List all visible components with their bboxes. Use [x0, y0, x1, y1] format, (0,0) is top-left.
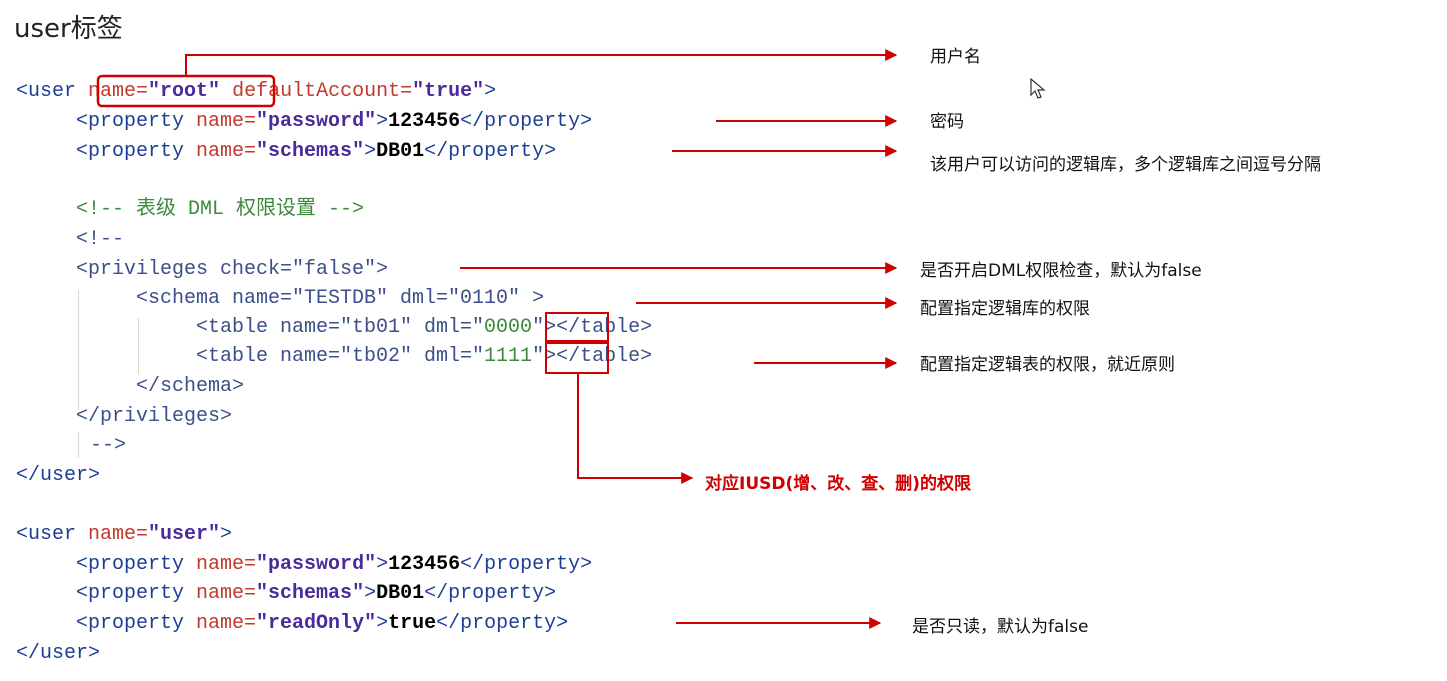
code-value: "true" — [412, 80, 485, 103]
code-tag-close: </property> — [460, 110, 593, 133]
code-dml-number: 0000 — [484, 316, 533, 339]
code-text: DB01 — [376, 582, 425, 605]
code-attr: name= — [196, 110, 257, 133]
code-dml-number: 1111 — [484, 345, 533, 368]
code-tag-open: <property — [76, 553, 197, 576]
code-text: true — [388, 612, 437, 635]
code-tag-close: </property> — [424, 140, 557, 163]
code-table-pre: <table name="tb01" dml=" — [196, 316, 485, 339]
code-line-password-2: <property name="password">123456</proper… — [76, 552, 592, 578]
code-value: "root" — [148, 80, 221, 103]
code-attr: name= — [196, 553, 257, 576]
code-attr: name= — [196, 582, 257, 605]
code-value: "schemas" — [256, 140, 365, 163]
note-schema-priv: 配置指定逻辑库的权限 — [920, 299, 1090, 319]
code-line-schemas-2: <property name="schemas">DB01</property> — [76, 581, 556, 607]
code-attr: name= — [196, 612, 257, 635]
code-value: "password" — [256, 553, 377, 576]
code-tag-close: </property> — [436, 612, 569, 635]
code-gt: > — [376, 110, 389, 133]
note-schemas: 该用户可以访问的逻辑库，多个逻辑库之间逗号分隔 — [930, 155, 1321, 175]
note-username: 用户名 — [930, 47, 981, 67]
code-table-post: "></table> — [532, 316, 653, 339]
code-line-schema: <schema name="TESTDB" dml="0110" > — [136, 287, 545, 310]
highlight-box-0000 — [545, 312, 609, 342]
code-tag-open: <user — [16, 523, 89, 546]
arrow-username — [185, 49, 898, 76]
code-table-pre: <table name="tb02" dml=" — [196, 345, 485, 368]
code-line-privileges-close: </privileges> — [76, 405, 233, 428]
code-tag-open: <property — [76, 612, 197, 635]
indent-guide — [78, 290, 79, 410]
code-tag-close: </property> — [460, 553, 593, 576]
code-attr: name= — [88, 523, 149, 546]
code-line-user-user: <user name="user"> — [16, 522, 232, 548]
mouse-cursor-icon — [1030, 78, 1046, 99]
code-tag-open: <property — [76, 582, 197, 605]
code-value: "user" — [148, 523, 221, 546]
code-value: "schemas" — [256, 582, 365, 605]
code-attr: name= — [88, 80, 149, 103]
code-line-table-tb02: <table name="tb02" dml="1111"></table> — [196, 344, 652, 370]
code-attr: name= — [196, 140, 257, 163]
code-table-post: "></table> — [532, 345, 653, 368]
code-line-user-root: <user name="root" defaultAccount="true"> — [16, 79, 496, 105]
code-gt: > — [364, 582, 377, 605]
code-line-privileges: <privileges check="false"> — [76, 258, 389, 281]
code-tag-close: > — [484, 80, 497, 103]
code-value: "readOnly" — [256, 612, 377, 635]
highlight-box-1111 — [545, 342, 609, 374]
code-gt: > — [376, 553, 389, 576]
code-tag-open: <property — [76, 140, 197, 163]
code-line-readonly: <property name="readOnly">true</property… — [76, 611, 568, 637]
highlight-box-root — [96, 74, 276, 108]
code-line-table-tb01: <table name="tb01" dml="0000"></table> — [196, 315, 652, 341]
code-tag-close: > — [220, 523, 233, 546]
code-line-password: <property name="password">123456</proper… — [76, 109, 592, 135]
code-comment-dml: <!-- 表级 DML 权限设置 --> — [76, 198, 365, 221]
code-tag-open: <property — [76, 110, 197, 133]
code-text: 123456 — [388, 110, 461, 133]
code-gt: > — [376, 612, 389, 635]
note-check: 是否开启DML权限检查，默认为false — [920, 261, 1202, 281]
code-comment-open: <!-- — [76, 228, 125, 251]
code-tag-close: </property> — [424, 582, 557, 605]
code-text: DB01 — [376, 140, 425, 163]
code-attr: defaultAccount= — [232, 80, 413, 103]
note-readonly: 是否只读，默认为false — [912, 617, 1089, 637]
page-title: user标签 — [14, 14, 123, 44]
indent-guide — [138, 318, 139, 374]
indent-guide — [78, 432, 79, 458]
code-tag-open: <user — [16, 80, 89, 103]
code-line-schemas: <property name="schemas">DB01</property> — [76, 139, 556, 165]
code-line-user-close-2: </user> — [16, 642, 101, 665]
note-iusd: 对应IUSD(增、改、查、删)的权限 — [705, 474, 972, 494]
code-line-user-close: </user> — [16, 464, 101, 487]
note-table-priv: 配置指定逻辑表的权限，就近原则 — [920, 355, 1175, 375]
code-comment-close: --> — [90, 434, 127, 457]
code-text: 123456 — [388, 553, 461, 576]
note-password: 密码 — [930, 112, 964, 132]
code-value: "password" — [256, 110, 377, 133]
code-line-schema-close: </schema> — [136, 375, 245, 398]
code-gt: > — [364, 140, 377, 163]
arrow-iusd — [577, 373, 694, 484]
